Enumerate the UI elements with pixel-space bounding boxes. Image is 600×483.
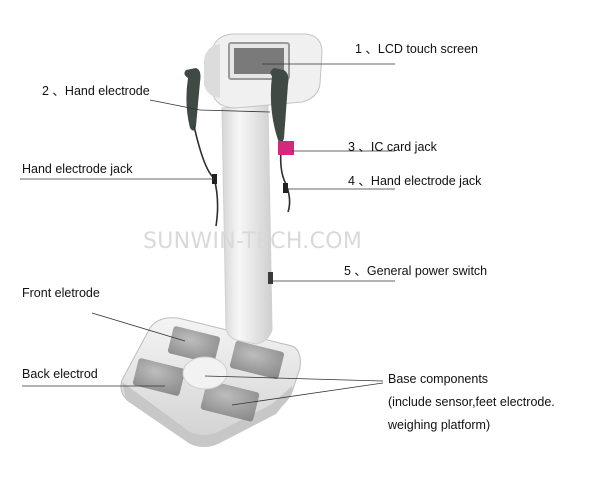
label-front-electrode: Front eletrode <box>22 286 100 300</box>
column <box>221 103 273 345</box>
power-switch <box>268 272 273 284</box>
label-base-components: Base components <box>388 372 489 386</box>
center-sensor <box>182 356 228 390</box>
front-right-plate <box>229 341 285 379</box>
right-hand-jack <box>283 183 288 193</box>
left-hand-jack <box>212 174 217 184</box>
watermark: SUNWIN-TECH.COM <box>143 229 363 254</box>
left-hand-electrode <box>184 68 201 131</box>
front-left-plate <box>167 326 221 364</box>
label-base-components-platform: weighing platform) <box>388 418 491 432</box>
label-base-components-detail: (include sensor,feet electrode. <box>388 395 555 409</box>
right-hand-electrode <box>270 68 289 143</box>
label-ic-card-jack: 3 、IC card jack <box>348 140 437 154</box>
back-right-plate <box>200 380 260 422</box>
label-hand-electrode-jack-right: 4 、Hand electrode jack <box>348 174 482 188</box>
label-lcd-touch-screen: 1 、LCD touch screen <box>355 42 478 56</box>
label-hand-electrode: 2 、Hand electrode <box>42 84 150 98</box>
leader-lines <box>20 63 395 406</box>
label-back-electrode: Back electrod <box>22 367 98 381</box>
ic-card <box>278 141 294 155</box>
label-general-power-switch: 5 、General power switch <box>344 264 488 278</box>
label-hand-electrode-jack-left: Hand electrode jack <box>22 162 133 176</box>
